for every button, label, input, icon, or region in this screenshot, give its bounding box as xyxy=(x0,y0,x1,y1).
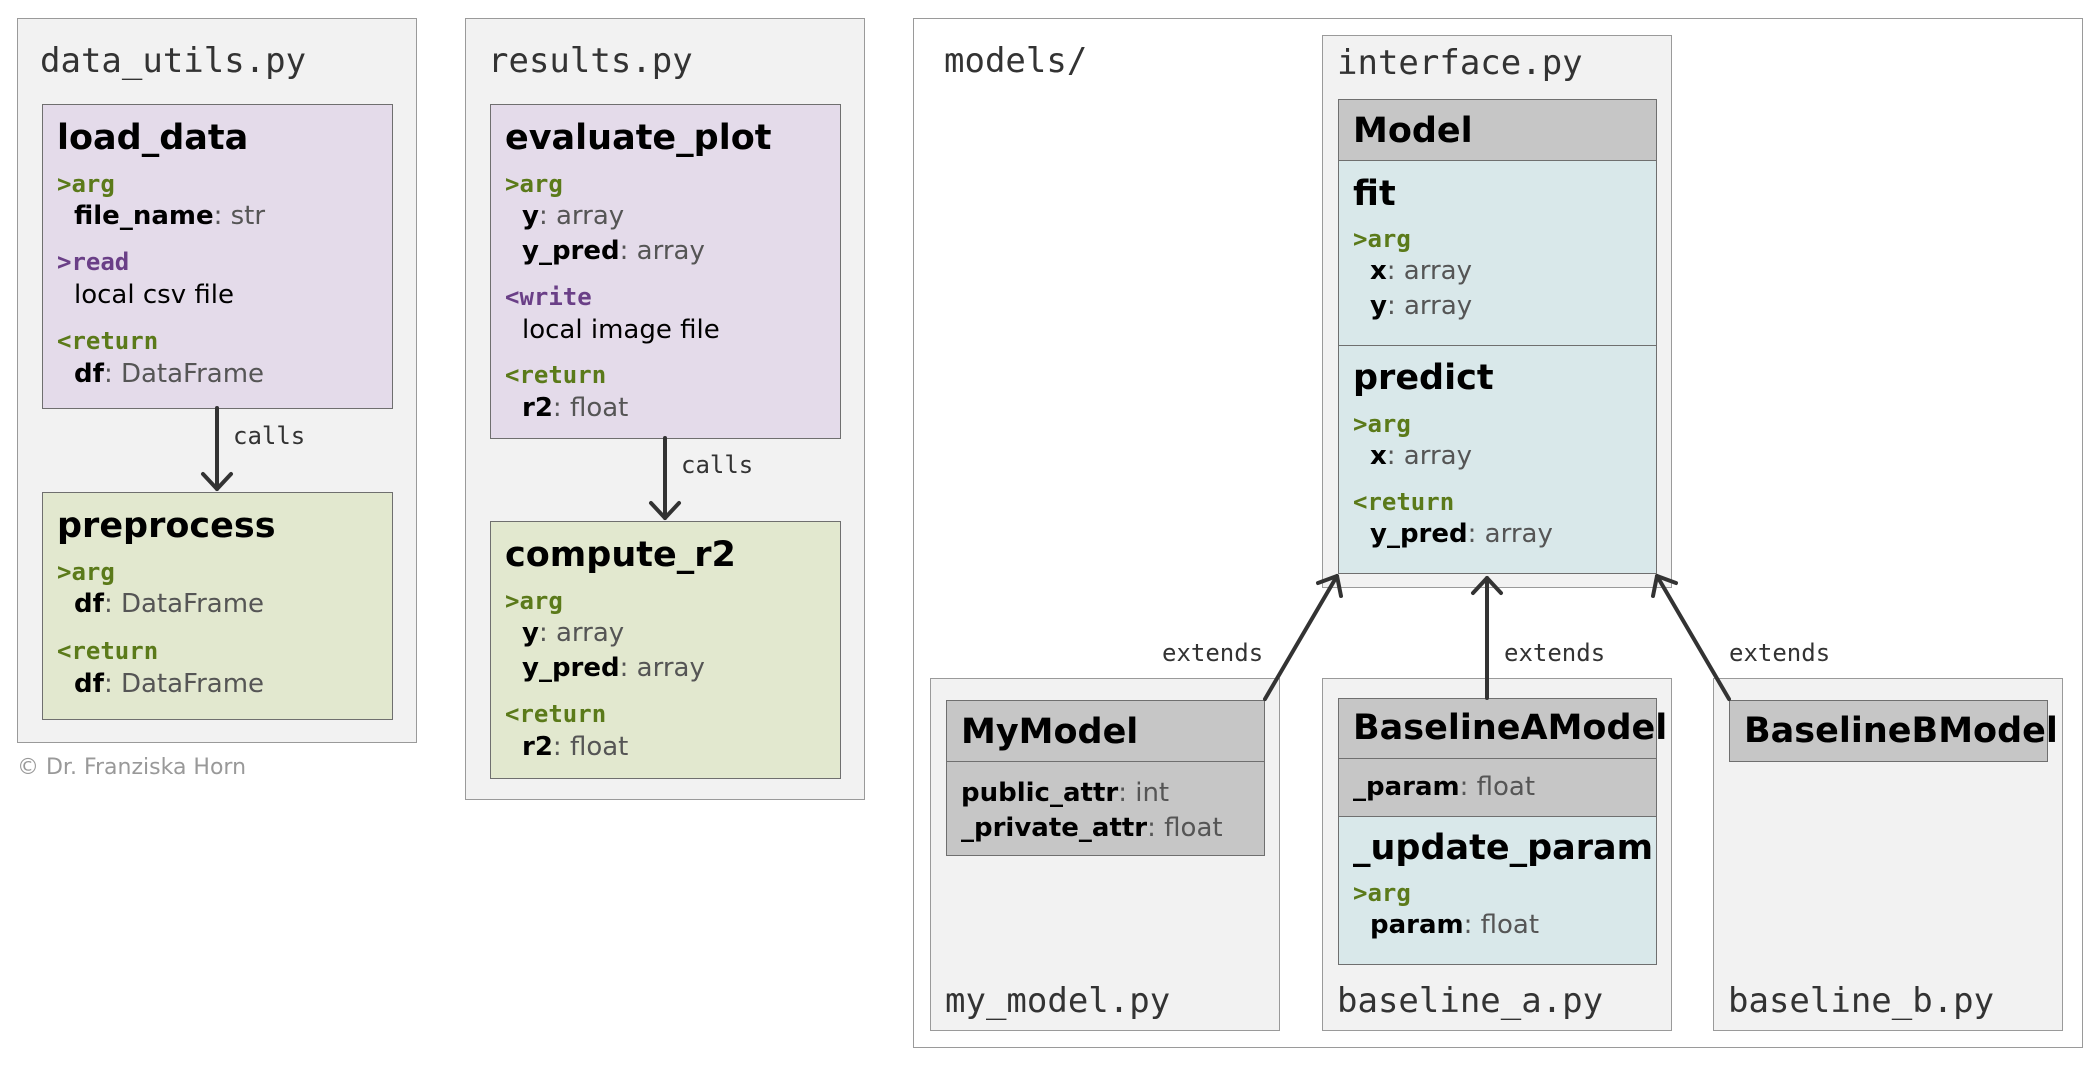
return-tag: <return xyxy=(505,361,607,389)
arg-param: x: array xyxy=(1370,256,1472,286)
arg-param: x: array xyxy=(1370,441,1472,471)
write-tag: <write xyxy=(505,283,592,311)
module-title: results.py xyxy=(488,41,693,81)
function-name: preprocess xyxy=(57,506,276,546)
return-param: r2: float xyxy=(522,732,629,762)
read-value: local csv file xyxy=(74,280,234,310)
class-name: MyModel xyxy=(961,712,1139,752)
class-name: BaselineAModel xyxy=(1353,708,1668,748)
arg-tag: >arg xyxy=(1353,410,1411,438)
class-name: Model xyxy=(1353,111,1473,151)
calls-label: calls xyxy=(233,422,306,450)
function-name: evaluate_plot xyxy=(505,118,772,158)
arg-param: df: DataFrame xyxy=(74,589,265,619)
module-title: baseline_b.py xyxy=(1728,981,1995,1021)
module-title: my_model.py xyxy=(945,981,1171,1021)
return-tag: <return xyxy=(1353,488,1455,516)
module-results: results.py evaluate_plot >arg y: array y… xyxy=(465,18,865,800)
attr-param: _param: float xyxy=(1353,772,1536,802)
function-name: compute_r2 xyxy=(505,535,736,575)
folder-title: models/ xyxy=(944,41,1088,81)
attr-divider xyxy=(947,761,1264,762)
class-baselineamodel: BaselineAModel _param: float _update_par… xyxy=(1338,698,1667,965)
class-name: BaselineBModel xyxy=(1744,711,2058,751)
function-compute-r2: compute_r2 >arg y: array y_pred: array <… xyxy=(490,521,841,779)
arg-param: file_name: str xyxy=(74,201,266,231)
function-name: load_data xyxy=(57,118,249,158)
class-baselinebmodel: BaselineBModel xyxy=(1729,700,2058,762)
class-model: Model fit >arg x: array y: array predict… xyxy=(1338,99,1657,574)
extends-label: extends xyxy=(1162,639,1264,667)
attr-param: _private_attr: float xyxy=(961,813,1223,843)
module-title: interface.py xyxy=(1337,43,1583,83)
arg-tag: >arg xyxy=(505,170,563,198)
arg-param: y: array xyxy=(1370,291,1473,321)
module-data-utils: data_utils.py load_data >arg file_name: … xyxy=(17,18,417,743)
module-my-model: MyModel public_attr: int _private_attr: … xyxy=(930,678,1280,1031)
extends-arrow-line xyxy=(1263,574,1339,701)
return-param: df: DataFrame xyxy=(74,669,265,699)
copyright: © Dr. Franziska Horn xyxy=(17,755,247,780)
attr-divider xyxy=(1339,758,1656,759)
module-baseline-b: BaselineBModel baseline_b.py xyxy=(1713,678,2063,1031)
return-tag: <return xyxy=(57,327,159,355)
module-title: baseline_a.py xyxy=(1337,981,1604,1021)
attr-param: public_attr: int xyxy=(961,778,1170,808)
calls-arrow-head xyxy=(649,501,681,520)
method-section: _update_param >arg param: float xyxy=(1339,816,1656,964)
arg-tag: >arg xyxy=(1353,225,1411,253)
write-value: local image file xyxy=(522,315,720,345)
arg-param: y: array xyxy=(522,618,625,648)
read-tag: >read xyxy=(57,248,130,276)
extends-arrow-line xyxy=(1655,574,1731,701)
method-divider xyxy=(1339,345,1656,346)
class-mymodel: MyModel public_attr: int _private_attr: … xyxy=(946,700,1265,856)
calls-label: calls xyxy=(681,451,754,479)
arg-param: y: array xyxy=(522,201,625,231)
extends-arrow-head xyxy=(1651,574,1678,598)
module-interface: interface.py Model fit >arg x: array y: … xyxy=(1322,35,1672,588)
function-preprocess: preprocess >arg df: DataFrame <return df… xyxy=(42,492,393,720)
extends-label: extends xyxy=(1729,639,1831,667)
return-tag: <return xyxy=(57,637,159,665)
method-update-param-name: _update_param xyxy=(1353,828,1654,868)
arg-param: y_pred: array xyxy=(522,653,705,683)
return-param: r2: float xyxy=(522,393,629,423)
extends-arrow-head xyxy=(1316,574,1343,598)
function-evaluate-plot: evaluate_plot >arg y: array y_pred: arra… xyxy=(490,104,841,439)
calls-arrow-head xyxy=(201,472,233,491)
arg-param: y_pred: array xyxy=(522,236,705,266)
method-predict-name: predict xyxy=(1353,358,1494,398)
extends-arrow-head xyxy=(1471,576,1503,595)
return-tag: <return xyxy=(505,700,607,728)
arg-tag: >arg xyxy=(57,558,115,586)
method-fit-name: fit xyxy=(1353,174,1396,214)
extends-label: extends xyxy=(1504,639,1606,667)
module-baseline-a: BaselineAModel _param: float _update_par… xyxy=(1322,678,1672,1031)
return-param: y_pred: array xyxy=(1370,519,1553,549)
arg-tag: >arg xyxy=(505,587,563,615)
arg-tag: >arg xyxy=(1353,879,1411,907)
module-title: data_utils.py xyxy=(40,41,307,81)
method-section: fit >arg x: array y: array predict >arg … xyxy=(1339,160,1656,573)
arg-param: param: float xyxy=(1370,910,1540,940)
return-param: df: DataFrame xyxy=(74,359,265,389)
arg-tag: >arg xyxy=(57,170,115,198)
